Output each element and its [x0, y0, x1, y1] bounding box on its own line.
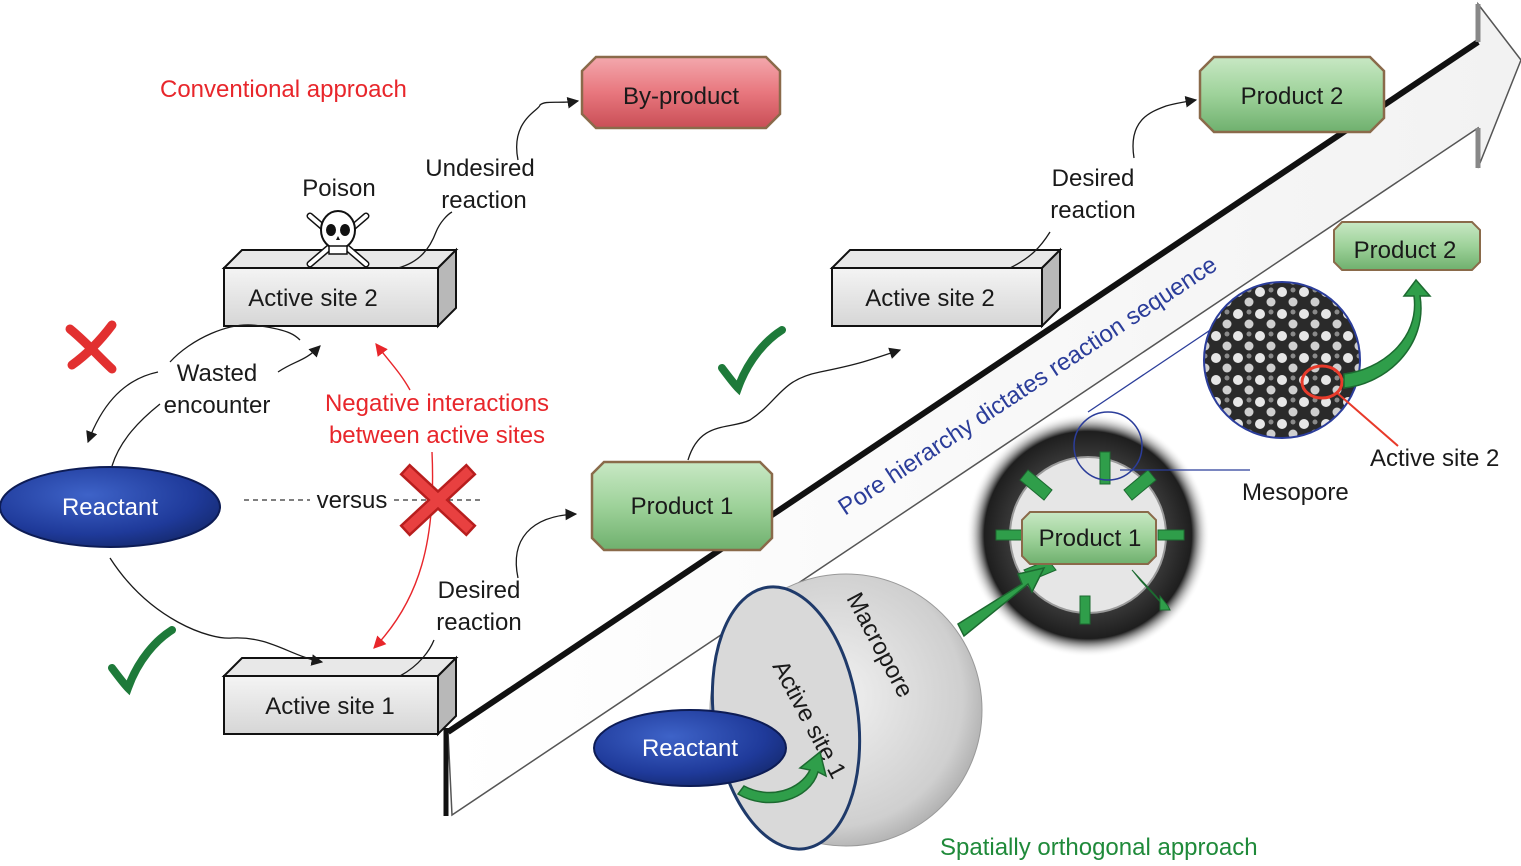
- negative-interactions-line2: between active sites: [329, 422, 545, 449]
- active-site-1-block-left: Active site 1: [221, 655, 459, 737]
- arrow-desired-to-product2: [1132, 95, 1198, 159]
- desired-reaction-left-line2: reaction: [436, 609, 521, 636]
- arrow-desired-to-product1: [515, 508, 578, 579]
- green-arrow-reactant-to-site1: [736, 750, 828, 804]
- desired-reaction-left-line1: Desired: [438, 577, 521, 604]
- checkmark-icon: [718, 326, 786, 396]
- desired-reaction-right-line2: reaction: [1050, 197, 1135, 224]
- arrow-product1-to-site2-mid: [687, 347, 902, 461]
- reactant-ellipse-bottom: Reactant: [593, 709, 787, 787]
- spatially-orthogonal-title: Spatially orthogonal approach: [940, 834, 1258, 861]
- product-1-box: Product 1: [590, 460, 774, 552]
- line-site2-mid-to-desired: [1009, 231, 1051, 269]
- product-1-pore-label: Product 1: [1039, 525, 1142, 552]
- active-site-2-left-label: Active site 2: [248, 285, 377, 312]
- macropore-sphere: Macropore Active site 1: [709, 573, 983, 851]
- by-product-label: By-product: [623, 83, 739, 110]
- product-2-box-small: Product 2: [1333, 221, 1481, 271]
- arrow-undesired-to-byproduct: [515, 96, 580, 161]
- active-site-1-left-label: Active site 1: [265, 693, 394, 720]
- cross-icon: [65, 320, 117, 374]
- arrow-wasted-to-reactant: [86, 371, 159, 444]
- versus-label: versus: [317, 487, 388, 514]
- mesopore-label: Mesopore: [1242, 479, 1349, 506]
- active-site-2-block-left: Active site 2: [221, 247, 459, 329]
- line-reactant-to-wasted: [111, 403, 161, 467]
- undesired-reaction-line1: Undesired: [425, 155, 534, 182]
- undesired-reaction-line2: reaction: [441, 187, 526, 214]
- product-2-top-label: Product 2: [1241, 83, 1344, 110]
- skull-crossbones-icon: [306, 210, 370, 268]
- product-1-burst-arrows: [995, 451, 1185, 625]
- checkmark-icon: [108, 626, 176, 696]
- by-product-box: By-product: [580, 55, 782, 130]
- poison-label: Poison: [302, 175, 375, 202]
- negative-interaction-red-arrow-up: [375, 342, 411, 391]
- mesopore-zoom-marker: [1073, 411, 1143, 481]
- reactant-ellipse-left: Reactant: [0, 466, 221, 548]
- product-1-pore-box: Product 1: [1021, 511, 1157, 565]
- product-1-label: Product 1: [631, 493, 734, 520]
- line-site2-to-wasted: [169, 324, 301, 363]
- conventional-approach-title: Conventional approach: [160, 76, 407, 103]
- arrow-wasted-to-site2: [277, 345, 321, 373]
- green-arrow-to-product2: [1343, 278, 1432, 389]
- mesopore-zoom-circle: [1203, 281, 1399, 447]
- line-undesired-to-site2: [397, 211, 453, 269]
- active-site-2-zoom-label: Active site 2: [1370, 445, 1499, 472]
- cross-icon: [399, 463, 477, 537]
- reactant-left-label: Reactant: [62, 494, 158, 521]
- wasted-encounter-line2: encounter: [164, 392, 271, 419]
- line-site1-to-desired: [399, 639, 435, 677]
- product-2-small-label: Product 2: [1354, 237, 1457, 264]
- reactant-bottom-label: Reactant: [642, 735, 738, 762]
- wasted-encounter-line1: Wasted: [177, 360, 257, 387]
- arrow-reactant-to-site1: [109, 557, 324, 666]
- negative-interaction-red-arrow-down: [373, 451, 434, 649]
- green-arrow-macro-to-meso: [957, 566, 1046, 638]
- product-2-box-top: Product 2: [1198, 55, 1386, 134]
- active-site-2-mid-label: Active site 2: [865, 285, 994, 312]
- active-site-2-block-mid: Active site 2: [829, 247, 1063, 329]
- negative-interactions-line1: Negative interactions: [325, 390, 549, 417]
- desired-reaction-right-line1: Desired: [1052, 165, 1135, 192]
